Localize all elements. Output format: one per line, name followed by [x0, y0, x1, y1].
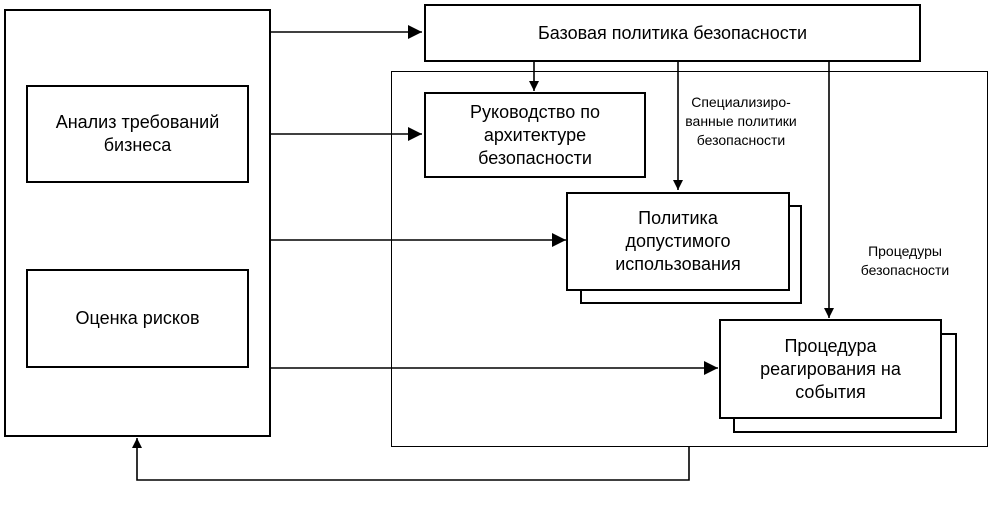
node-risk-assessment-text: Оценка рисков [75, 308, 200, 328]
feedback-arrow [132, 438, 690, 481]
node-business-analysis-text: Анализ требований бизнеса [55, 112, 220, 155]
node-incident-response-text: Процедура реагирования на события [760, 335, 901, 402]
node-risk-assessment: Оценка рисков [26, 269, 249, 368]
left-container [4, 9, 271, 437]
node-acceptable-use: Политика допустимого использования [566, 192, 790, 291]
node-base-policy-text: Базовая политика безопасности [537, 22, 808, 43]
label-specialized-policies: Специализиро-ванные политики безопасност… [685, 94, 797, 148]
node-base-policy: Базовая политика безопасности [424, 4, 921, 62]
node-acceptable-use-text: Политика допустимого использования [615, 208, 741, 274]
node-architecture-guide: Руководство по архитектуре безопасности [424, 92, 646, 178]
node-architecture-guide-text: Руководство по архитектуре безопасности [470, 101, 600, 168]
node-incident-response: Процедура реагирования на события [719, 319, 942, 419]
node-business-analysis: Анализ требований бизнеса [26, 85, 249, 183]
right-container [391, 71, 988, 447]
label-security-procedures: Процедуры безопасности [860, 243, 950, 278]
